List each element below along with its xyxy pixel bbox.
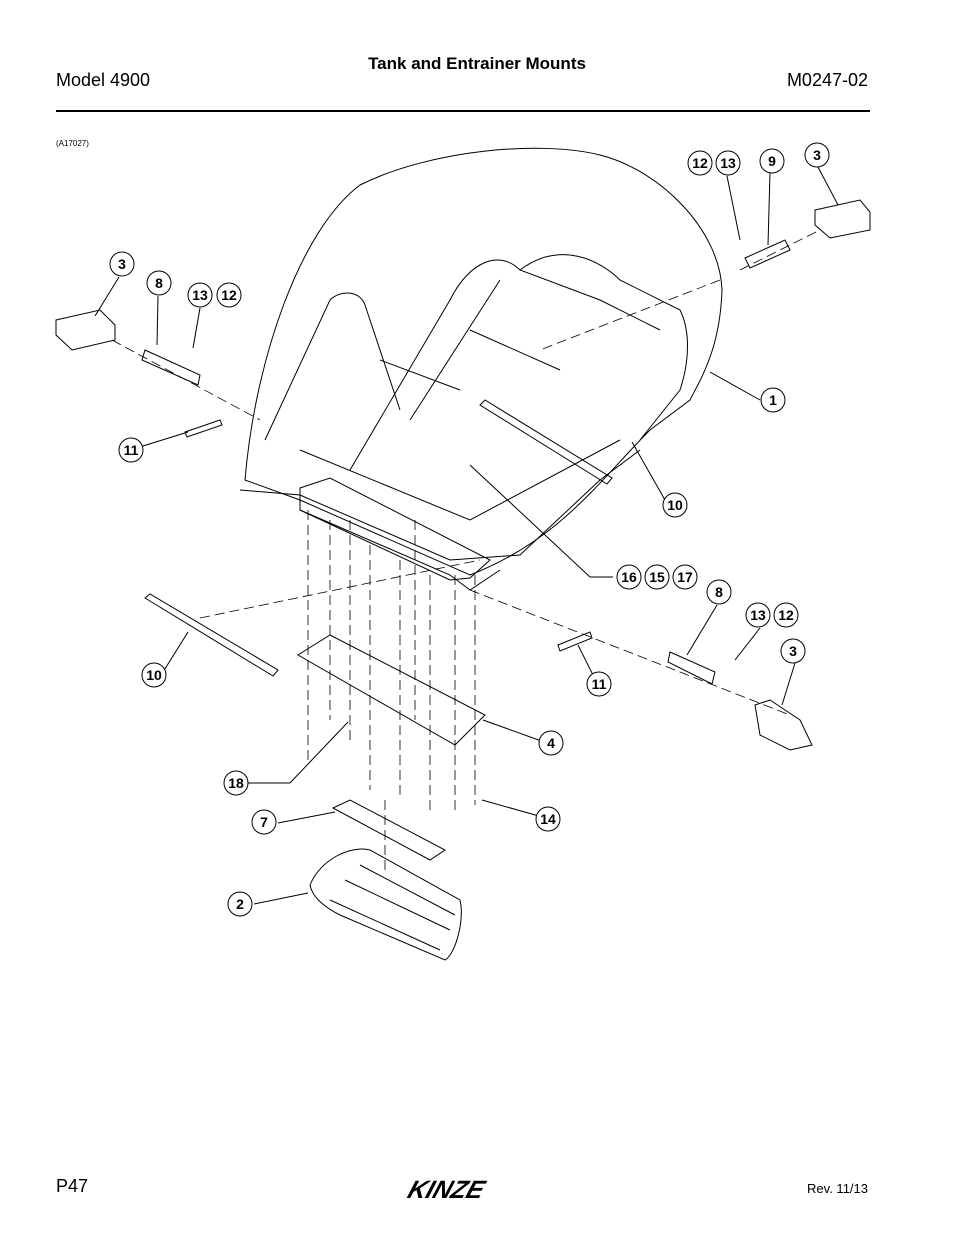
- svg-text:13: 13: [750, 607, 766, 623]
- spacer-right: [557, 631, 593, 652]
- callout-18: 18: [223, 770, 249, 796]
- svg-text:17: 17: [677, 569, 693, 585]
- svg-text:13: 13: [192, 287, 208, 303]
- entrainer-opening: [299, 477, 491, 581]
- support-bar-right: [479, 399, 613, 485]
- callout-12-right: 12: [773, 602, 799, 628]
- header-rule: [56, 110, 870, 112]
- svg-text:16: 16: [621, 569, 637, 585]
- pin-right-top: [744, 239, 791, 269]
- base-frame: [239, 449, 641, 591]
- svg-text:10: 10: [146, 667, 162, 683]
- callout-11-right: 11: [586, 671, 612, 697]
- tank-mount-left: [55, 309, 116, 351]
- svg-text:13: 13: [720, 155, 736, 171]
- tank-outline: [244, 147, 723, 576]
- svg-text:9: 9: [768, 153, 776, 169]
- revision-label: Rev. 11/13: [807, 1181, 868, 1196]
- svg-text:8: 8: [155, 275, 163, 291]
- entrainer: [309, 848, 462, 961]
- svg-text:11: 11: [124, 442, 139, 458]
- callout-13-right: 13: [745, 602, 771, 628]
- callout-9: 9: [759, 148, 785, 174]
- pin-left: [141, 349, 201, 386]
- callout-16: 16: [616, 564, 642, 590]
- svg-text:3: 3: [118, 256, 126, 272]
- svg-text:11: 11: [592, 676, 607, 692]
- tank-mount-right-top: [814, 199, 871, 239]
- callout-15: 15: [644, 564, 670, 590]
- tank-mount-right-bottom: [754, 699, 813, 751]
- svg-text:2: 2: [236, 896, 244, 912]
- figure-id: (A17027): [56, 139, 89, 148]
- svg-text:3: 3: [789, 643, 797, 659]
- svg-text:12: 12: [221, 287, 237, 303]
- callout-3-top-right: 3: [804, 142, 830, 168]
- kinze-logo: KINZE: [402, 1174, 522, 1209]
- svg-text:12: 12: [778, 607, 794, 623]
- gasket: [331, 799, 446, 861]
- callout-3-bottom-right: 3: [780, 638, 806, 664]
- callout-2: 2: [227, 891, 253, 917]
- callout-14: 14: [535, 806, 561, 832]
- svg-text:12: 12: [692, 155, 708, 171]
- callout-10-right: 10: [662, 492, 688, 518]
- callout-8-left: 8: [146, 270, 172, 296]
- svg-text:4: 4: [547, 735, 555, 751]
- callout-10-left: 10: [141, 662, 167, 688]
- svg-text:7: 7: [260, 814, 268, 830]
- svg-text:15: 15: [649, 569, 665, 585]
- callout-12-left: 12: [216, 282, 242, 308]
- spacer-left: [184, 419, 223, 438]
- svg-text:KINZE: KINZE: [404, 1177, 489, 1204]
- svg-text:10: 10: [667, 497, 683, 513]
- svg-text:8: 8: [715, 584, 723, 600]
- callout-17: 17: [672, 564, 698, 590]
- callout-4: 4: [538, 730, 564, 756]
- callout-11-left: 11: [118, 437, 144, 463]
- svg-text:18: 18: [228, 775, 244, 791]
- callout-8-right: 8: [706, 579, 732, 605]
- support-bar-left: [144, 593, 279, 677]
- svg-text:14: 14: [540, 811, 556, 827]
- manual-number: M0247-02: [786, 70, 868, 90]
- model-label: Model 4900: [56, 70, 151, 90]
- pin-right-bottom: [667, 651, 716, 685]
- callout-13-left: 13: [187, 282, 213, 308]
- callout-3-left: 3: [109, 251, 135, 277]
- svg-text:3: 3: [813, 147, 821, 163]
- callout-13-top-right: 13: [715, 150, 741, 176]
- page-number: P47: [56, 1176, 89, 1196]
- tank-frame: [264, 254, 688, 521]
- callout-1: 1: [760, 387, 786, 413]
- callout-7: 7: [251, 809, 277, 835]
- page-title: Tank and Entrainer Mounts: [368, 54, 586, 73]
- part-callouts: 1 2 3 3 3 4 7 8 8 9 10 10 11 11 12 12 12…: [109, 142, 830, 917]
- svg-text:1: 1: [769, 392, 777, 408]
- mount-plate: [297, 634, 486, 746]
- callout-12-top-right: 12: [687, 150, 713, 176]
